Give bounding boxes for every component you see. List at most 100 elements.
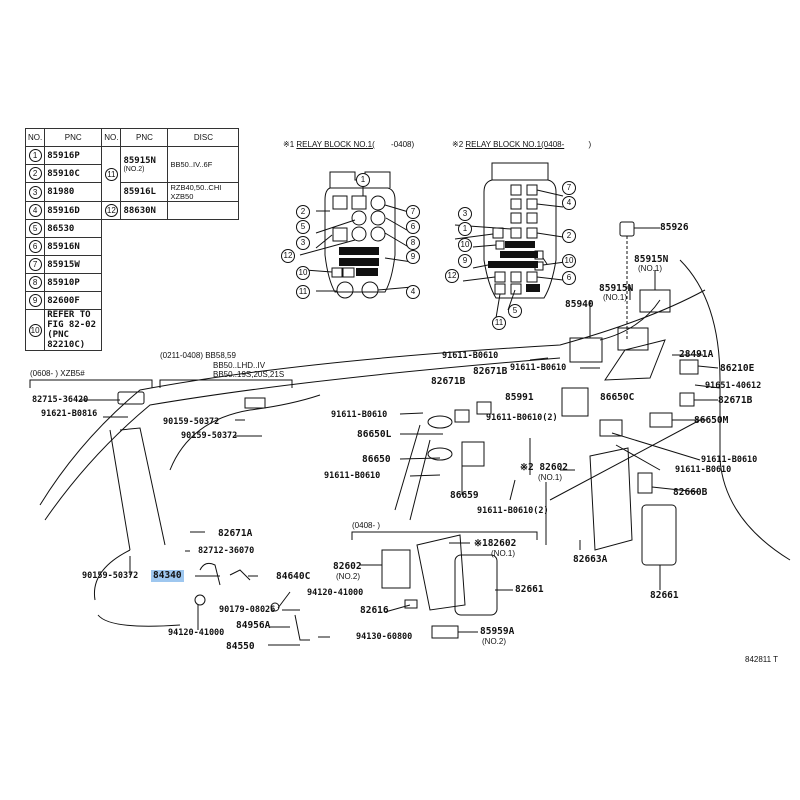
callout-10[interactable]: 10	[458, 238, 472, 252]
part-label[interactable]: 82712-36070	[198, 546, 255, 556]
part-label[interactable]: 91611-B0610	[324, 471, 381, 481]
callout-6[interactable]: 6	[562, 271, 576, 285]
part-label[interactable]: 86650	[362, 454, 391, 465]
header-disc: DISC	[167, 128, 240, 147]
part-label[interactable]: 85926	[660, 222, 689, 233]
pnc-cell[interactable]: 82600F	[44, 291, 103, 310]
part-label[interactable]: 85915N	[634, 254, 669, 265]
part-label[interactable]: 82661	[650, 590, 679, 601]
part-label[interactable]: 84956A	[236, 620, 271, 631]
callout-9[interactable]: 9	[406, 250, 420, 264]
part-label[interactable]: 82671B	[473, 366, 508, 377]
part-label[interactable]: 28491A	[679, 349, 714, 360]
part-label[interactable]: 82671B	[718, 395, 753, 406]
part-label[interactable]: 91611-B0610	[701, 455, 758, 465]
part-label[interactable]: 82671B	[431, 376, 466, 387]
part-label[interactable]: 94120-41000	[168, 628, 225, 638]
disc-cell: RZB40,50..CHI XZB50	[167, 182, 240, 202]
callout-2[interactable]: 2	[296, 205, 310, 219]
part-label[interactable]: 86210E	[720, 363, 755, 374]
callout-10[interactable]: 10	[296, 266, 310, 280]
pnc-cell[interactable]: 85915W	[44, 255, 103, 274]
part-label[interactable]: 91611-B0610	[331, 410, 388, 420]
row-number: 6	[28, 240, 42, 253]
part-label[interactable]: 82660B	[673, 487, 708, 498]
callout-1[interactable]: 1	[458, 222, 472, 236]
part-label[interactable]: 86650C	[600, 392, 635, 403]
part-label[interactable]: 90159-50372	[181, 431, 238, 441]
part-label[interactable]: 82602	[333, 561, 362, 572]
part-label[interactable]: ※2 82602	[520, 463, 568, 473]
part-label[interactable]: 86659	[450, 490, 479, 501]
part-label[interactable]: 90159-50372	[82, 571, 139, 581]
callout-11[interactable]: 11	[492, 316, 506, 330]
part-label[interactable]: 90179-08026	[219, 605, 276, 615]
callout-4[interactable]: 4	[562, 196, 576, 210]
pnc-cell[interactable]: REFER TO FIG 82-02(PNC 82210C)	[44, 309, 103, 351]
part-label[interactable]: 84640C	[276, 571, 311, 582]
table-row: 1 85916P 11 85915N(NO.2) BB50..IV..6F	[24, 146, 240, 202]
part-label[interactable]: 91621-B0816	[41, 409, 98, 419]
pnc-code[interactable]: 85915N	[123, 156, 156, 166]
part-label[interactable]: 85915N	[599, 283, 634, 294]
part-label[interactable]: 82715-36420	[32, 395, 89, 405]
part-code[interactable]: 82602	[539, 462, 569, 473]
part-label[interactable]: 91611-B0610(2)	[477, 506, 549, 516]
date-range: -0408)	[391, 140, 415, 149]
part-label[interactable]: 86650L	[357, 429, 392, 440]
callout-10[interactable]: 10	[562, 254, 576, 268]
part-code[interactable]: 82602	[487, 538, 517, 549]
callout-7[interactable]: 7	[562, 181, 576, 195]
pnc-cell[interactable]: 85910P	[44, 273, 103, 292]
pnc-refer[interactable]: REFER TO FIG 82-02	[47, 310, 97, 330]
pnc-cell[interactable]: 81980	[44, 182, 103, 202]
callout-2[interactable]: 2	[562, 229, 576, 243]
part-label[interactable]: 82671A	[218, 528, 253, 539]
part-note: (NO.2)	[336, 572, 360, 581]
pnc-cell[interactable]: 85910C	[44, 164, 103, 183]
part-label[interactable]: 84550	[226, 641, 255, 652]
callout-5[interactable]: 5	[508, 304, 522, 318]
callout-8[interactable]: 8	[406, 236, 420, 250]
part-label[interactable]: 85940	[565, 299, 594, 310]
part-label[interactable]: 85959A	[480, 626, 515, 637]
part-label[interactable]: 86650M	[694, 415, 729, 426]
pnc-cell[interactable]: 85916N	[44, 237, 103, 256]
callout-7[interactable]: 7	[406, 205, 420, 219]
part-label[interactable]: 82663A	[573, 554, 608, 565]
pnc-cell[interactable]: 85915N(NO.2)	[120, 146, 169, 183]
pnc-cell[interactable]: 85916P	[44, 146, 103, 165]
pnc-cell[interactable]: 88630N	[120, 201, 169, 220]
callout-4[interactable]: 4	[406, 285, 420, 299]
pnc-cell[interactable]: 85916L	[120, 182, 169, 202]
callout-5[interactable]: 5	[296, 220, 310, 234]
part-label[interactable]: 94130-60800	[356, 632, 413, 642]
part-label[interactable]: 91611-B0610	[675, 465, 732, 475]
group-label-bb58: (0211-0408) BB58,59	[160, 351, 236, 360]
part-label[interactable]: 91611-B0610	[442, 351, 499, 361]
callout-6[interactable]: 6	[406, 220, 420, 234]
part-label[interactable]: 90159-50372	[163, 417, 220, 427]
callout-12[interactable]: 12	[445, 269, 459, 283]
callout-11[interactable]: 11	[296, 285, 310, 299]
part-label[interactable]: 82616	[360, 605, 389, 616]
part-label-highlighted[interactable]: 84340	[151, 570, 184, 582]
callout-12[interactable]: 12	[281, 249, 295, 263]
part-label[interactable]: 91611-B0610	[510, 363, 567, 373]
callout-3[interactable]: 3	[458, 207, 472, 221]
callout-3[interactable]: 3	[296, 236, 310, 250]
part-label[interactable]: ※182602	[474, 539, 516, 549]
part-label[interactable]: 91611-B0610(2)	[486, 413, 558, 423]
part-label[interactable]: 94120-41000	[307, 588, 364, 598]
callout-1[interactable]: 1	[356, 173, 370, 187]
pnc-cell[interactable]: 86530	[44, 219, 103, 238]
pnc-cell[interactable]: 85916D	[44, 201, 103, 220]
part-label[interactable]: 91651-40612	[705, 381, 762, 391]
part-label[interactable]: 85991	[505, 392, 534, 403]
part-label[interactable]: 82661	[515, 584, 544, 595]
callout-9[interactable]: 9	[458, 254, 472, 268]
parts-table: NO. PNC NO. PNC DISC 1 85916P 11 85915N(…	[24, 128, 240, 351]
